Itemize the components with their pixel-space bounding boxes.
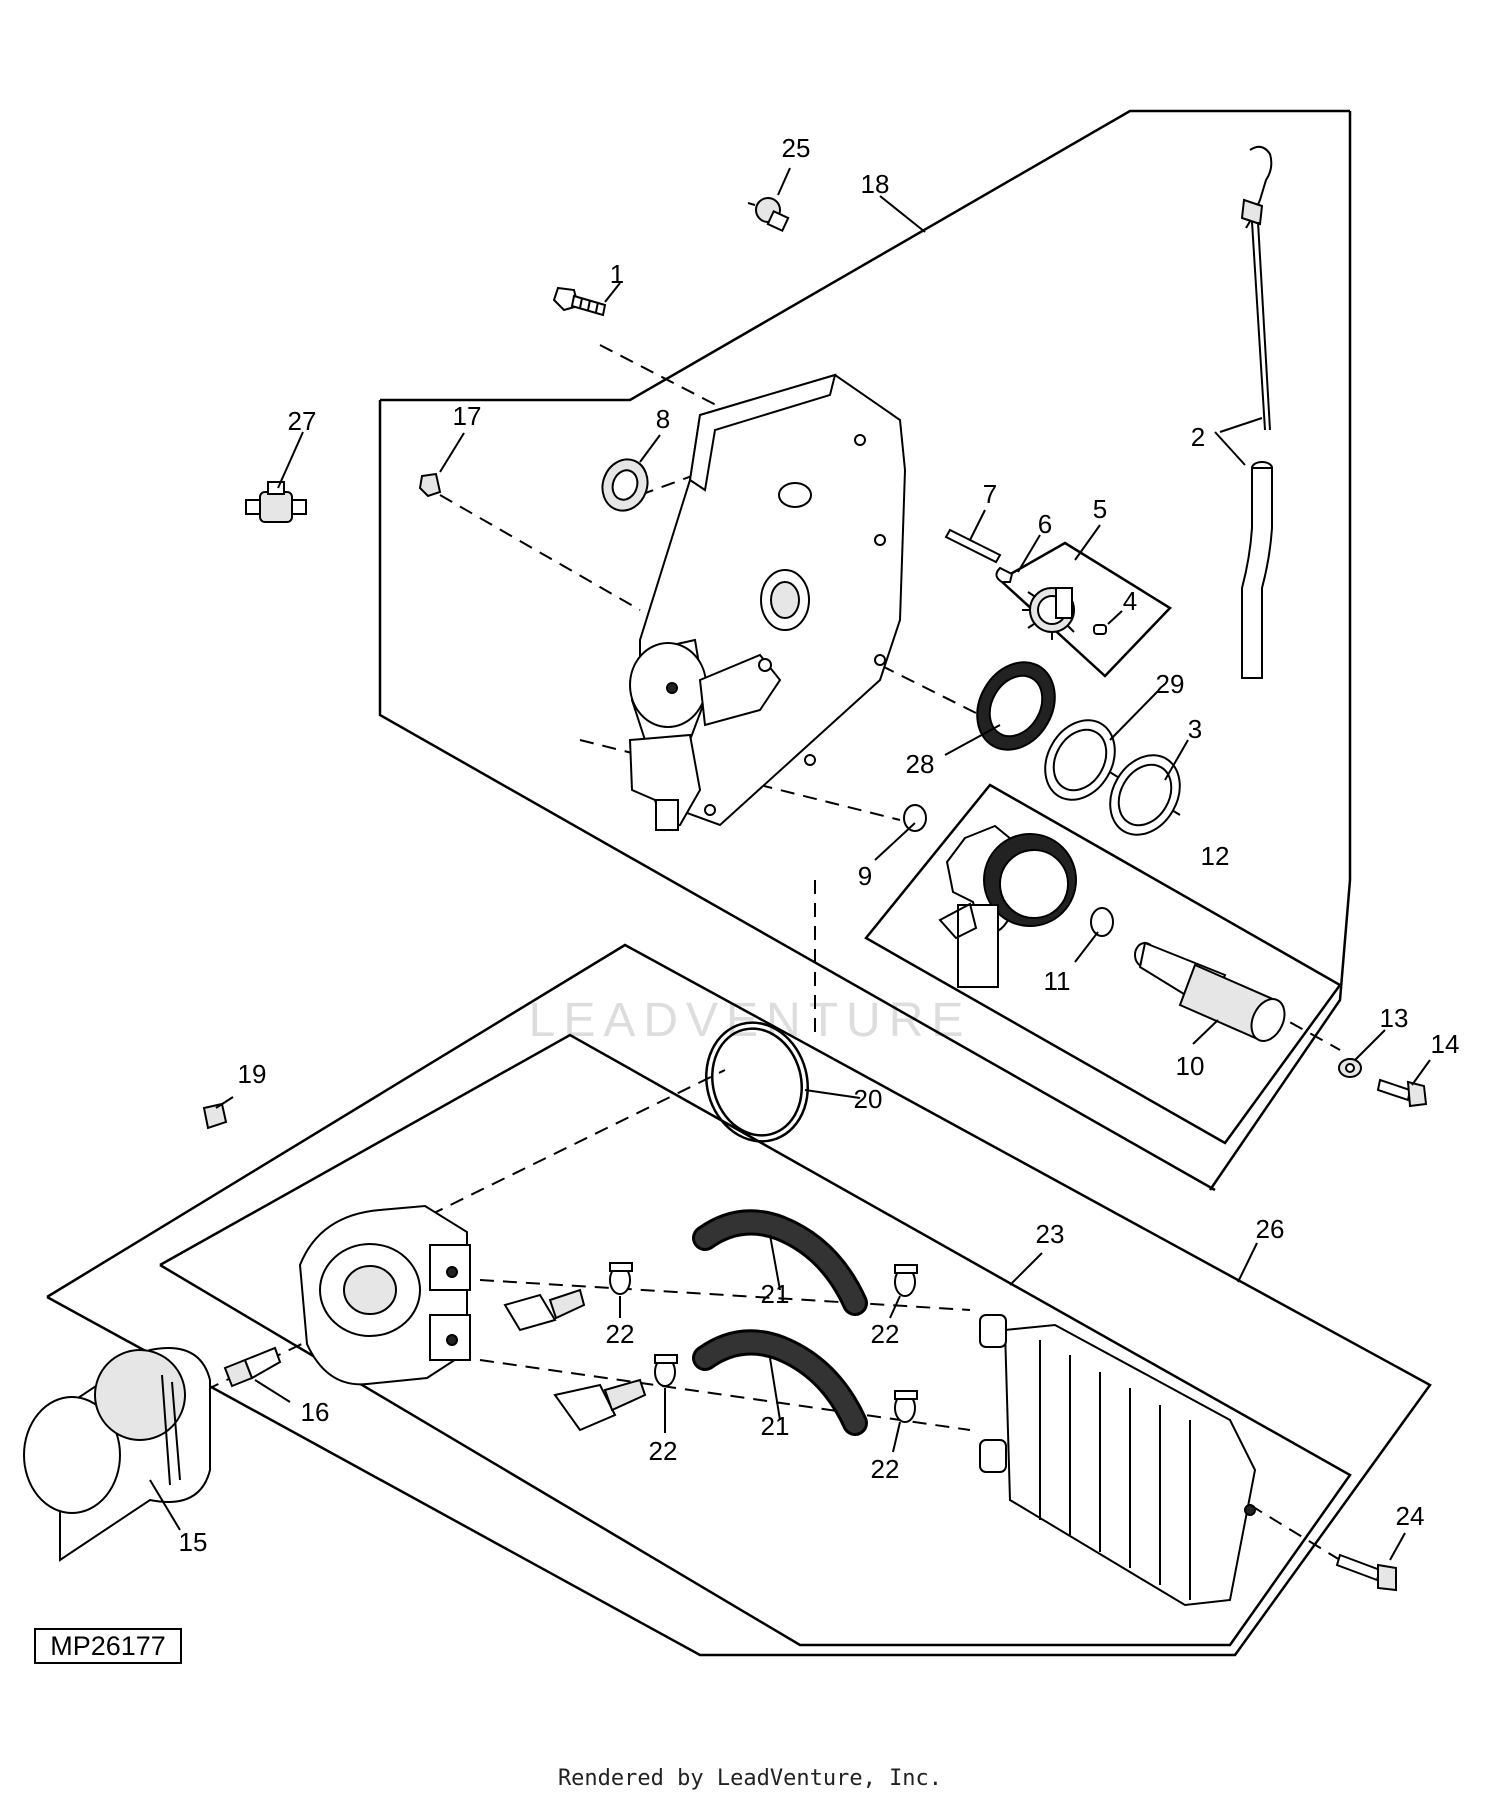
oil-cooler (979, 1314, 1257, 1607)
hose-part-21-top (692, 1209, 868, 1316)
callout-1: 1 (610, 259, 624, 289)
assembly-line-1 (599, 344, 746, 421)
assembly-line-17 (439, 494, 641, 611)
callout-15: 15 (179, 1527, 208, 1557)
group-outline-18-right (1208, 111, 1352, 1191)
washer-part-3 (1109, 754, 1181, 836)
group-outline-5 (997, 541, 1172, 678)
plug-part-17 (418, 472, 442, 498)
oil-pressure-sender-part-25 (747, 197, 790, 233)
o-ring-part-9 (903, 804, 927, 832)
group-outline-23 (159, 1033, 1352, 1647)
assembly-line-14 (1249, 999, 1341, 1051)
assembly-line-24 (1249, 1504, 1341, 1561)
shaft-pin-part-7 (944, 528, 1002, 564)
callout-20: 20 (854, 1084, 883, 1114)
assembly-line-hose-bot (479, 1359, 971, 1431)
callout-28: 28 (906, 749, 935, 779)
callout-25: 25 (782, 133, 811, 163)
washer-part-13 (1338, 1058, 1362, 1078)
callout-7: 7 (983, 479, 997, 509)
watermark: LEADVENTURE (529, 994, 972, 1047)
callout-2: 2 (1191, 422, 1205, 452)
group-outline-12 (864, 783, 1342, 1145)
dipstick-part-2 (1240, 145, 1273, 431)
bolt-part-24 (1335, 1553, 1397, 1592)
callout-23: 23 (1036, 1219, 1065, 1249)
callout-19: 19 (238, 1059, 267, 1089)
callout-labels: 1 25 18 27 17 8 7 6 5 4 2 29 3 28 9 12 1… (179, 133, 1460, 1557)
elbow-fitting-bottom (553, 1378, 647, 1432)
callout-22-a: 22 (606, 1319, 635, 1349)
key-part-19 (202, 1102, 228, 1130)
callout-16: 16 (301, 1397, 330, 1427)
hose-clamp-part-22-d (894, 1390, 918, 1423)
bolt-part-1 (552, 286, 607, 317)
callout-24: 24 (1396, 1501, 1425, 1531)
leader-lines (149, 167, 1431, 1561)
callout-10: 10 (1176, 1051, 1205, 1081)
callout-13: 13 (1380, 1003, 1409, 1033)
thrust-washer-part-29 (1044, 719, 1116, 801)
callout-18: 18 (861, 169, 890, 199)
tee-fitting-part-27 (245, 481, 307, 523)
callout-17: 17 (453, 401, 482, 431)
oil-pump-part-12 (938, 824, 1077, 988)
pin-part-4 (1093, 624, 1107, 635)
oil-seal-part-8 (601, 458, 649, 512)
filter-adapter-housing (298, 1204, 471, 1386)
callout-27: 27 (288, 406, 317, 436)
callout-22-d: 22 (871, 1454, 900, 1484)
callout-22-c: 22 (649, 1436, 678, 1466)
assembly-line-cooler-in (429, 1069, 726, 1216)
elbow-fitting-top (503, 1288, 586, 1332)
callout-21-bottom: 21 (761, 1411, 790, 1441)
crankcase-cover-part-18 (628, 373, 907, 832)
callout-3: 3 (1188, 714, 1202, 744)
hose-part-21-bottom (692, 1329, 868, 1436)
callout-14: 14 (1431, 1029, 1460, 1059)
callout-8: 8 (656, 404, 670, 434)
oil-pickup-screen-part-10 (1134, 941, 1286, 1042)
figure-id-label: MP26177 (34, 1628, 182, 1664)
gasket-part-20 (705, 1021, 809, 1143)
callout-11: 11 (1044, 966, 1071, 996)
callout-6: 6 (1038, 509, 1052, 539)
callout-4: 4 (1123, 586, 1137, 616)
filter-nipple-part-16 (223, 1346, 282, 1388)
group-outline-18-left (378, 400, 1216, 1192)
callout-12: 12 (1201, 841, 1230, 871)
bolt-part-14 (1376, 1078, 1428, 1108)
dipstick-tube-part-2 (1241, 461, 1273, 679)
hose-clamp-part-22-c (654, 1354, 678, 1387)
assembly-line-hose-top (479, 1279, 971, 1311)
callout-9: 9 (858, 861, 872, 891)
footer-credit: Rendered by LeadVenture, Inc. (557, 1766, 943, 1791)
hose-clamp-part-22-a (609, 1262, 633, 1295)
oil-filter-part-15 (23, 1347, 211, 1562)
o-ring-part-11 (1090, 907, 1114, 937)
group-outline-18 (380, 109, 1350, 402)
clip-part-6 (995, 566, 1014, 583)
callout-26: 26 (1256, 1214, 1285, 1244)
hose-clamp-part-22-b (894, 1264, 918, 1297)
callout-21-top: 21 (761, 1279, 790, 1309)
callout-22-b: 22 (871, 1319, 900, 1349)
group-outline-26 (46, 943, 1432, 1657)
callout-5: 5 (1093, 494, 1107, 524)
callout-29: 29 (1156, 669, 1185, 699)
governor-gear-part-5 (1022, 587, 1075, 640)
